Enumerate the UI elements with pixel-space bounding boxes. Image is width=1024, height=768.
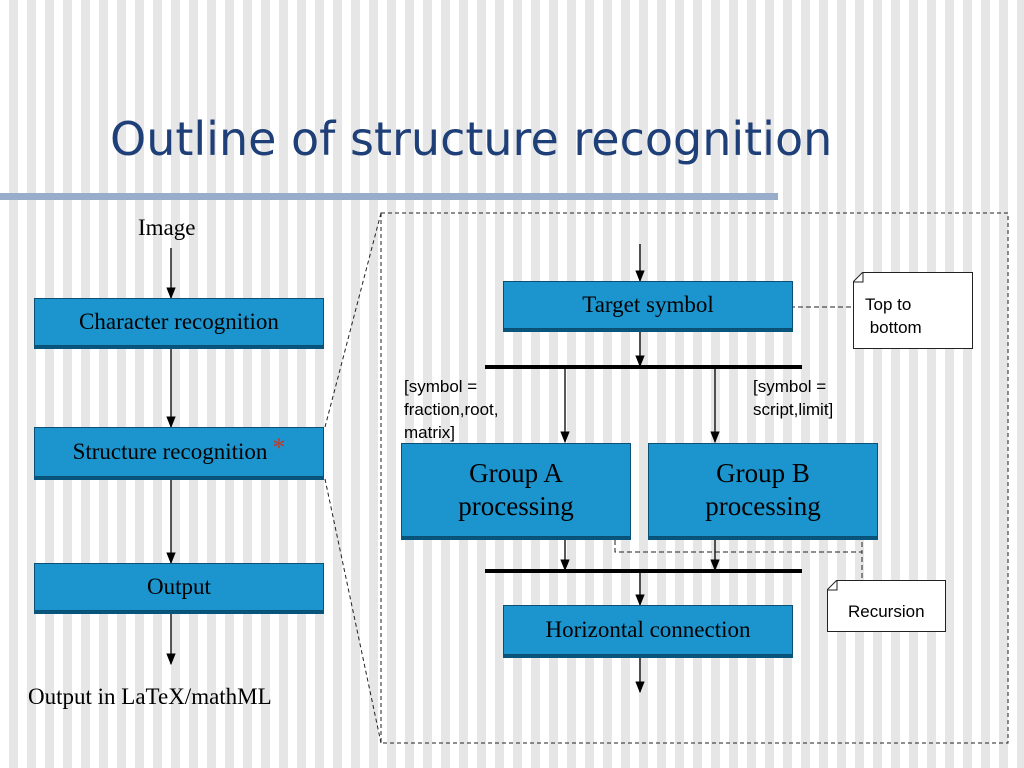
recursion-text: Recursion <box>848 602 925 621</box>
group-b-label: Group B processing <box>705 458 821 521</box>
character-recognition-box: Character recognition <box>34 298 324 346</box>
image-label: Image <box>138 215 196 240</box>
target-symbol-label: Target symbol <box>582 292 714 317</box>
group-a-box: Group A processing <box>401 443 631 537</box>
output-box: Output <box>34 563 324 611</box>
group-b-condition: [symbol = script,limit] <box>753 377 834 419</box>
horizontal-connection-label: Horizontal connection <box>545 617 751 642</box>
zoom-line-bottom <box>324 478 382 744</box>
top-to-bottom-text: Top to bottom <box>865 295 922 337</box>
detail-frame <box>380 212 1009 744</box>
output-label: Output <box>147 574 211 599</box>
recursion-leader <box>614 532 863 580</box>
title-underline <box>0 193 778 200</box>
structure-recognition-label: Structure recognition <box>72 439 268 464</box>
top-to-bottom-note: Top to bottom <box>853 272 973 349</box>
note-fold-top <box>853 272 864 283</box>
horizontal-connection-box: Horizontal connection <box>503 605 793 655</box>
recursion-note: Recursion <box>827 580 946 632</box>
group-a-condition: [symbol = fraction,root, matrix] <box>404 377 499 442</box>
target-symbol-box: Target symbol <box>503 281 793 329</box>
slide-title: Outline of structure recognition <box>110 112 833 166</box>
group-a-label: Group A processing <box>458 458 574 521</box>
character-recognition-label: Character recognition <box>79 309 279 334</box>
group-b-box: Group B processing <box>648 443 878 537</box>
output-format-label: Output in LaTeX/mathML <box>28 684 272 709</box>
structure-recognition-box: Structure recognition* <box>34 427 324 477</box>
zoom-line-top <box>324 212 382 428</box>
detail-marker-star: * <box>272 433 286 462</box>
note-fold-recursion <box>827 580 838 591</box>
